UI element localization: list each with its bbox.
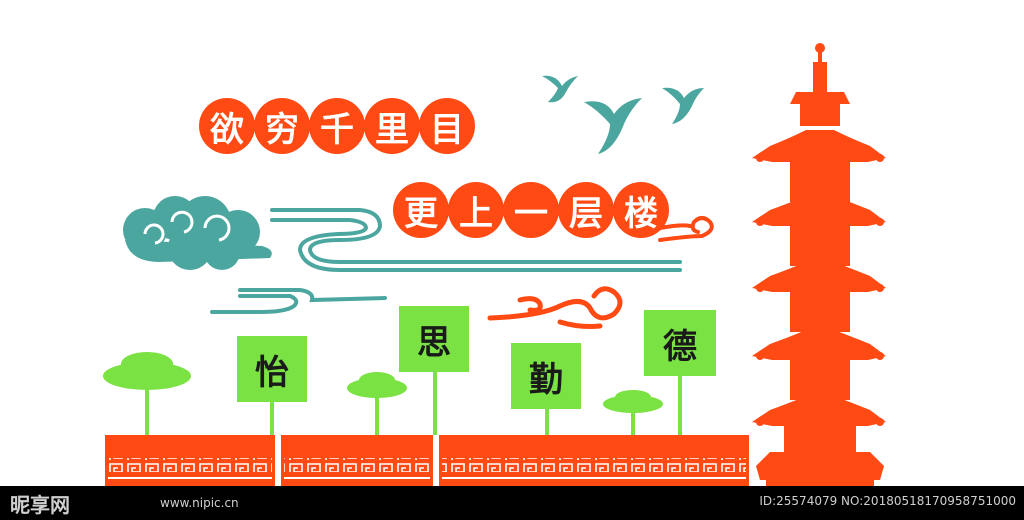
pagoda-icon — [752, 43, 886, 486]
cloud-icon — [487, 286, 623, 329]
cloud-icon — [658, 216, 714, 242]
tree-icon — [347, 372, 407, 435]
bird-icon — [542, 75, 578, 103]
poem-char: 一 — [503, 182, 559, 238]
cloud-icon — [123, 196, 272, 270]
sign-si: 思 — [399, 306, 469, 372]
bird-icon — [584, 98, 642, 154]
poem-char: 里 — [364, 98, 420, 154]
watermark-logo: 昵享网 — [10, 493, 70, 517]
poem-char: 层 — [558, 182, 614, 238]
bird-icon — [662, 87, 704, 124]
poem-char: 上 — [448, 182, 504, 238]
sign-yi: 怡 — [237, 336, 307, 402]
tree-icon — [103, 352, 191, 435]
watermark-url: www.nipic.cn — [160, 496, 239, 510]
poem-char: 穷 — [254, 98, 310, 154]
sign-de: 德 — [644, 310, 716, 376]
fret-pattern-icon — [108, 458, 746, 479]
poem-char: 欲 — [199, 98, 255, 154]
watermark-bar: 昵享网 www.nipic.cn ID:25574079 NO:20180518… — [0, 486, 1024, 520]
sign-pole — [270, 368, 682, 435]
poem-char: 千 — [309, 98, 365, 154]
cloud-line-icon — [210, 208, 682, 314]
watermark-id: ID:25574079 NO:20180518170958751000 — [759, 494, 1016, 508]
poem-char: 楼 — [613, 182, 669, 238]
tree-icon — [603, 390, 663, 435]
poem-char: 更 — [393, 182, 449, 238]
poem-char: 目 — [419, 98, 475, 154]
sign-qin: 勤 — [511, 343, 581, 409]
